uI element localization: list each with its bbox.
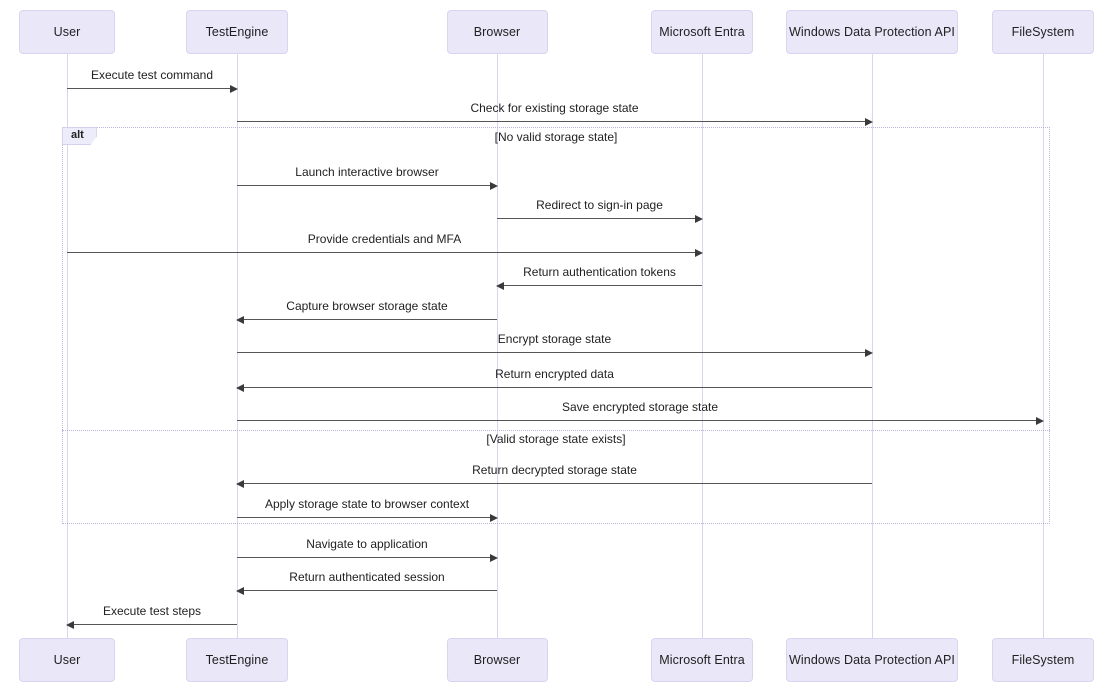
participant-testengine-top: TestEngine (186, 10, 288, 54)
lifeline-browser (496, 54, 498, 638)
arrowhead-icon (496, 281, 504, 290)
message-line (237, 185, 491, 186)
message-line (73, 624, 237, 625)
message-arrow (237, 416, 1044, 425)
lifeline-testengine (236, 54, 238, 638)
message-line (243, 590, 497, 591)
message-line (237, 420, 1037, 421)
message-label: Redirect to sign-in page (536, 198, 663, 212)
message-line (243, 387, 872, 388)
participant-browser-bottom: Browser (446, 638, 548, 682)
message-arrow (67, 84, 238, 93)
message-line (243, 483, 872, 484)
lifeline-filesystem (1042, 54, 1044, 638)
message-label: Navigate to application (306, 537, 428, 551)
message-arrow (497, 214, 703, 223)
arrowhead-icon (490, 181, 498, 190)
message-arrow (236, 479, 872, 488)
arrowhead-icon (695, 214, 703, 223)
message-label: Apply storage state to browser context (264, 497, 470, 511)
message-line (237, 352, 866, 353)
participant-windows-data-protection-api-top: Windows Data Protection API (786, 10, 958, 54)
message-label: Return authentication tokens (523, 265, 676, 279)
arrowhead-icon (236, 479, 244, 488)
lifeline-user (66, 54, 68, 638)
message-arrow (496, 281, 702, 290)
lifeline-windows-data-protection-api (871, 54, 873, 638)
message-label: Capture browser storage state (286, 299, 448, 313)
lifeline-microsoft-entra (701, 54, 703, 638)
participant-user-bottom: User (19, 638, 115, 682)
message-label: Return encrypted data (495, 367, 614, 381)
message-arrow (237, 348, 873, 357)
participant-filesystem-bottom: FileSystem (992, 638, 1094, 682)
arrowhead-icon (865, 348, 873, 357)
message-arrow (237, 181, 498, 190)
alt-condition-label: [Valid storage state exists] (486, 432, 626, 446)
message-arrow (237, 553, 498, 562)
message-label: Return authenticated session (289, 570, 445, 584)
message-arrow (66, 620, 237, 629)
message-arrow (67, 248, 703, 257)
participant-filesystem-top: FileSystem (992, 10, 1094, 54)
arrowhead-icon (236, 383, 244, 392)
alt-condition-label: [No valid storage state] (494, 130, 618, 144)
message-label: Check for existing storage state (470, 101, 639, 115)
participant-user-top: User (19, 10, 115, 54)
arrowhead-icon (1036, 416, 1044, 425)
arrowhead-icon (490, 553, 498, 562)
arrowhead-icon (490, 513, 498, 522)
message-label: Encrypt storage state (497, 332, 612, 346)
message-label: Execute test command (90, 68, 214, 82)
message-label: Save encrypted storage state (561, 400, 719, 414)
participant-windows-data-protection-api-bottom: Windows Data Protection API (786, 638, 958, 682)
arrowhead-icon (236, 586, 244, 595)
participant-microsoft-entra-bottom: Microsoft Entra (651, 638, 753, 682)
message-line (497, 218, 696, 219)
message-arrow (236, 586, 497, 595)
message-label: Execute test steps (102, 604, 202, 618)
message-arrow (237, 117, 873, 126)
message-arrow (236, 383, 872, 392)
message-line (503, 285, 702, 286)
alt-operator-label: alt (62, 127, 97, 145)
message-line (67, 252, 696, 253)
alt-frame (62, 127, 1050, 524)
participant-microsoft-entra-top: Microsoft Entra (651, 10, 753, 54)
participant-testengine-bottom: TestEngine (186, 638, 288, 682)
message-line (237, 517, 491, 518)
message-label: Return decrypted storage state (472, 463, 637, 477)
arrowhead-icon (236, 315, 244, 324)
alt-else-divider (62, 430, 1050, 431)
message-line (67, 88, 231, 89)
message-label: Launch interactive browser (295, 165, 439, 179)
message-line (237, 557, 491, 558)
arrowhead-icon (695, 248, 703, 257)
message-label: Provide credentials and MFA (307, 232, 462, 246)
arrowhead-icon (230, 84, 238, 93)
participant-browser-top: Browser (446, 10, 548, 54)
message-line (243, 319, 497, 320)
message-arrow (237, 513, 498, 522)
message-line (237, 121, 866, 122)
arrowhead-icon (66, 620, 74, 629)
message-arrow (236, 315, 497, 324)
arrowhead-icon (865, 117, 873, 126)
